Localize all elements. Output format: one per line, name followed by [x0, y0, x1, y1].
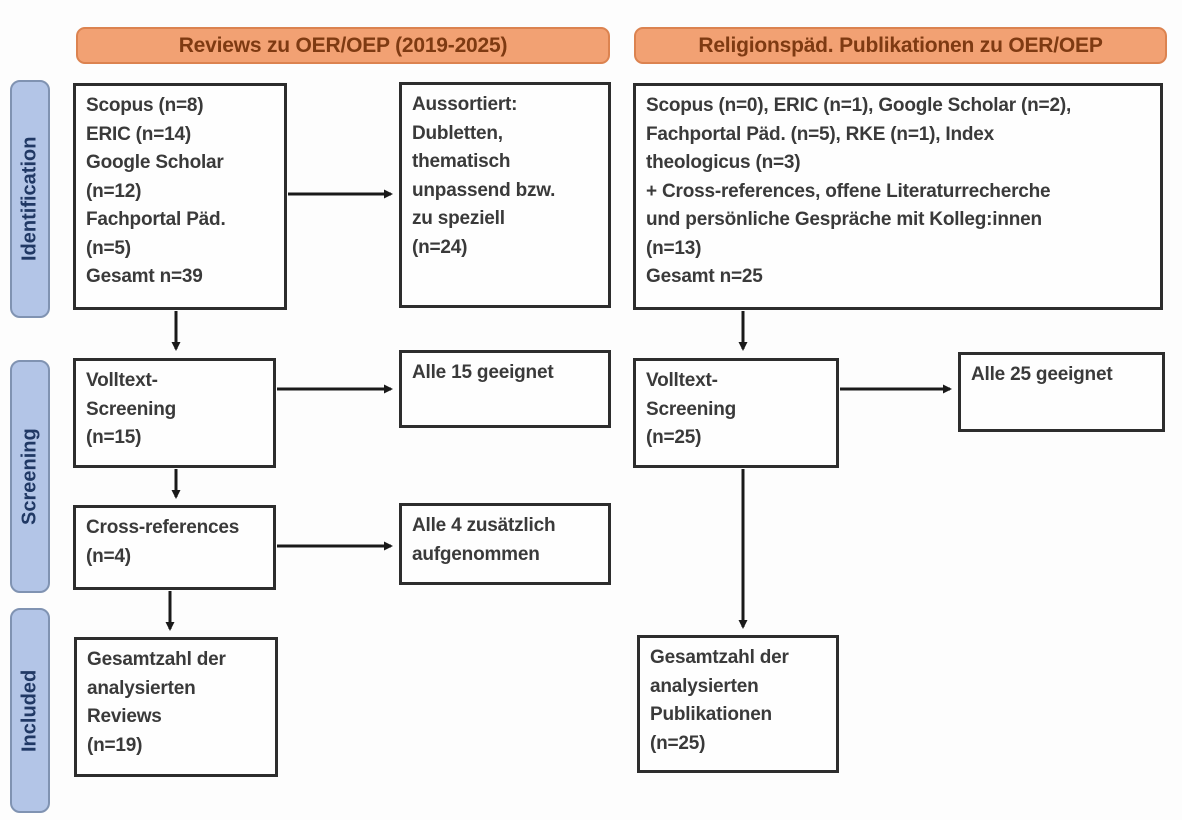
stage-label-screening: Screening — [10, 360, 50, 593]
stage-label-included: Included — [10, 608, 50, 813]
box-left-cross-references: Cross-references (n=4) — [73, 505, 276, 590]
box-left-fulltext-screening: Volltext- Screening (n=15) — [73, 358, 276, 468]
box-left-sources: Scopus (n=8) ERIC (n=14) Google Scholar … — [73, 83, 287, 310]
column-header-religionspaed: Religionspäd. Publikationen zu OER/OEP — [634, 27, 1167, 64]
box-left-included-total: Gesamtzahl der analysierten Reviews (n=1… — [74, 637, 278, 777]
box-right-included-total: Gesamtzahl der analysierten Publikatione… — [637, 635, 839, 773]
stage-label-identification: Identification — [10, 80, 50, 318]
box-right-sources: Scopus (n=0), ERIC (n=1), Google Scholar… — [633, 83, 1163, 310]
box-left-excluded: Aussortiert: Dubletten, thematisch unpas… — [399, 82, 611, 308]
column-header-reviews: Reviews zu OER/OEP (2019-2025) — [76, 27, 610, 64]
box-left-screening-result: Alle 15 geeignet — [399, 350, 611, 428]
box-right-fulltext-screening: Volltext- Screening (n=25) — [633, 358, 839, 468]
box-left-crossref-result: Alle 4 zusätzlich aufgenommen — [399, 503, 611, 585]
box-right-screening-result: Alle 25 geeignet — [958, 352, 1165, 432]
